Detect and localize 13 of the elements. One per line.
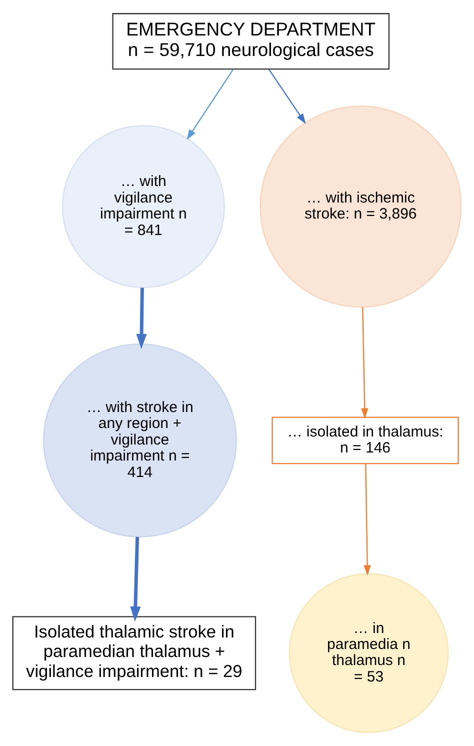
node-circle: … with ischemic stroke: n = 3,896	[260, 106, 462, 308]
arrow	[268, 69, 306, 124]
arrow	[130, 536, 141, 622]
node-box: … isolated in thalamus: n = 146	[272, 416, 459, 464]
arrow	[136, 288, 147, 349]
arrow	[364, 464, 371, 576]
arrow	[361, 307, 368, 419]
node-circle: … in paramedia n thalamus n = 53	[288, 573, 449, 734]
node-circle: … with stroke in any region + vigilance impairment n = 414	[43, 344, 237, 538]
node-circle: … with vigilance impairment n = 841	[62, 125, 225, 288]
node-box: Isolated thalamic stroke in paramedian thalamus + vigilance impairment: n = 29	[12, 616, 256, 690]
arrow	[186, 69, 234, 140]
node-box: EMERGENCY DEPARTMENT n = 59,710 neurological cases	[112, 13, 390, 70]
